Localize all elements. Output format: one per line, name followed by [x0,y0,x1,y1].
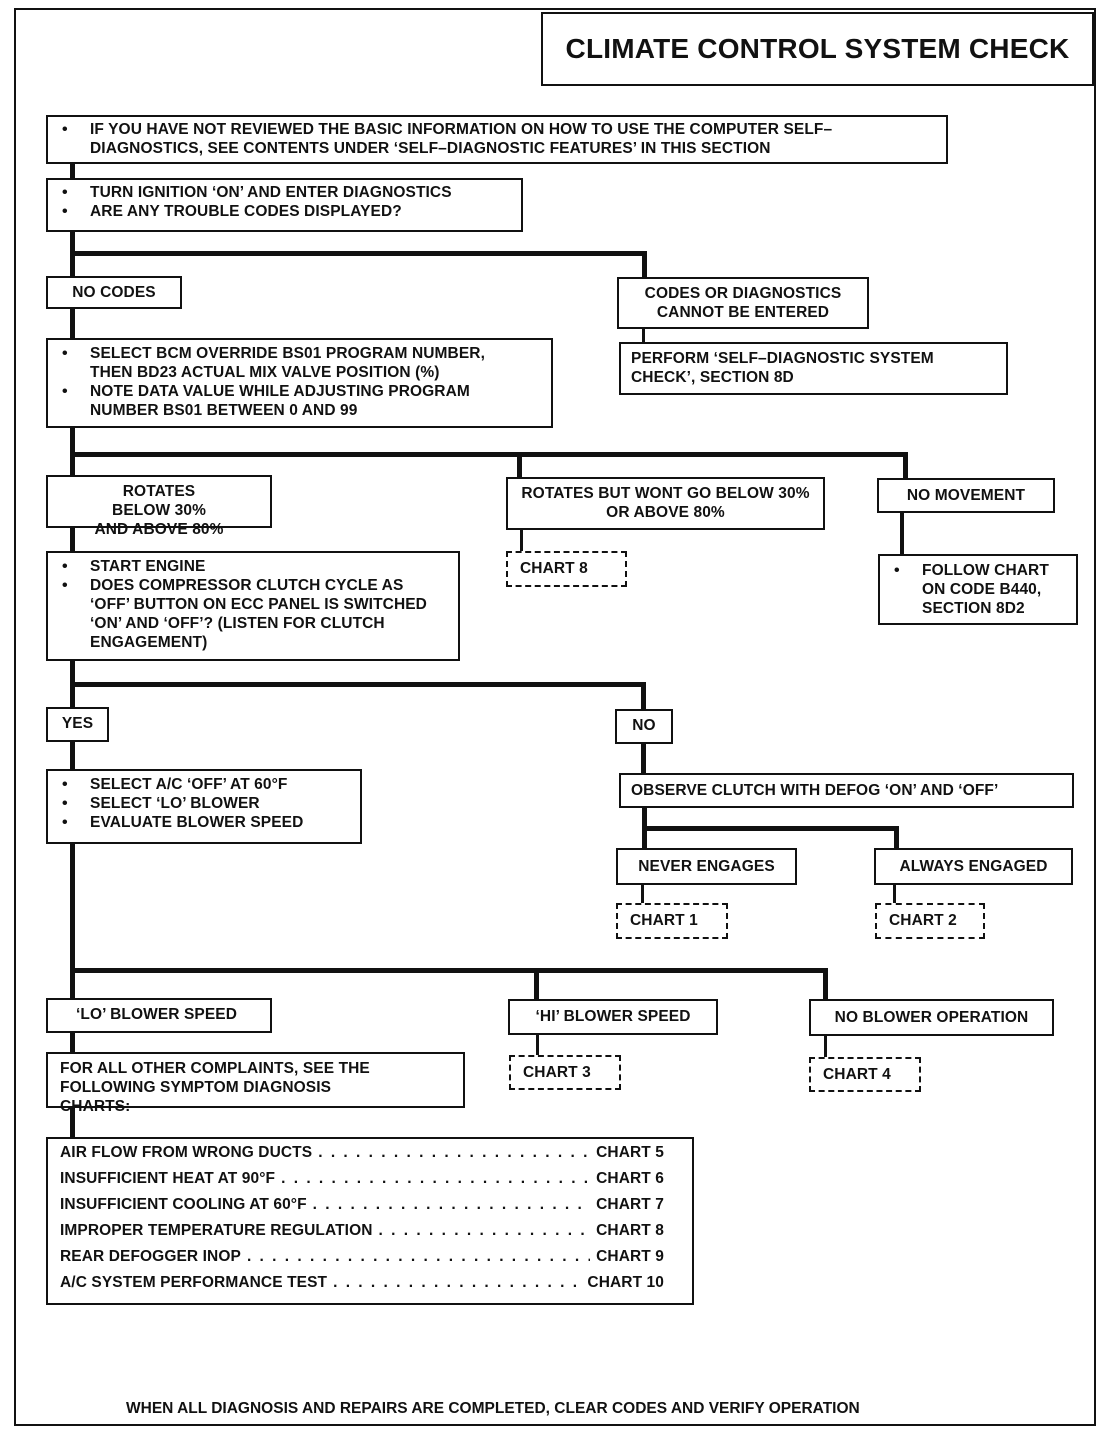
connector-engage-drop-right [894,826,899,850]
connector-to-chart1 [641,884,644,904]
chart-2-link[interactable]: CHART 2 [875,903,985,939]
dot-leader [247,1247,590,1266]
observe-clutch-box: OBSERVE CLUTCH WITH DEFOG ‘ON’ AND ‘OFF’ [619,773,1074,808]
connector-blower-drop-middle [534,968,539,1000]
connector-complaints-to-list [70,1107,75,1139]
footer-note: WHEN ALL DIAGNOSIS AND REPAIRS ARE COMPL… [126,1400,860,1417]
connector-rotation-drop-right [903,452,908,480]
chart-reference: CHART 6 [596,1170,664,1187]
start-engine-line: START ENGINE [48,557,446,576]
intro-step: IF YOU HAVE NOT REVIEWED THE BASIC INFOR… [46,115,948,164]
chart-4-link[interactable]: CHART 4 [809,1057,921,1092]
dot-leader [281,1169,590,1188]
select-ac-line: EVALUATE BLOWER SPEED [48,813,352,832]
connector-codes-drop [642,251,647,279]
symptom-row-temperature-regulation[interactable]: IMPROPER TEMPERATURE REGULATION CHART 8 [60,1221,664,1247]
ignition-step-line: ARE ANY TROUBLE CODES DISPLAYED? [48,202,513,221]
symptom-label: AIR FLOW FROM WRONG DUCTS [60,1144,313,1161]
hi-blower-speed-box: ‘HI’ BLOWER SPEED [508,999,718,1035]
no-movement-box: NO MOVEMENT [877,478,1055,513]
connector-to-chart4 [824,1036,827,1058]
dot-leader [313,1195,590,1214]
symptom-row-insufficient-cooling[interactable]: INSUFFICIENT COOLING AT 60°F CHART 7 [60,1195,664,1221]
chart-reference: CHART 9 [596,1248,664,1265]
page-frame [14,8,1096,1426]
chart-reference: CHART 8 [596,1222,664,1239]
ignition-step: TURN IGNITION ‘ON’ AND ENTER DIAGNOSTICS… [46,178,523,232]
connector-to-follow-chart [900,512,904,556]
no-blower-operation-box: NO BLOWER OPERATION [809,999,1054,1036]
symptom-label: IMPROPER TEMPERATURE REGULATION [60,1222,373,1239]
always-engaged-box: ALWAYS ENGAGED [874,848,1073,885]
chart-reference: CHART 7 [596,1196,664,1213]
chart-8-link[interactable]: CHART 8 [506,551,627,587]
symptom-label: INSUFFICIENT HEAT AT 90°F [60,1170,276,1187]
dot-leader [379,1221,591,1240]
follow-chart-b440-step: FOLLOW CHART ON CODE B440, SECTION 8D2 [878,554,1078,625]
connector-rotation-drop-middle [517,452,522,478]
connector-clutch-drop [641,682,646,712]
select-ac-off-step: SELECT A/C ‘OFF’ AT 60°F SELECT ‘LO’ BLO… [46,769,362,844]
chart-1-link[interactable]: CHART 1 [616,903,728,939]
connector-to-chart8 [520,528,523,554]
connector-observe-drop [642,807,647,827]
connector-engage-horizontal [642,826,899,831]
other-complaints-box: FOR ALL OTHER COMPLAINTS, SEE THE FOLLOW… [46,1052,465,1115]
symptom-label: A/C SYSTEM PERFORMANCE TEST [60,1274,328,1291]
connector-codes-to-perform [642,328,645,344]
chart-3-link[interactable]: CHART 3 [509,1055,621,1090]
chart-reference: CHART 5 [596,1144,664,1161]
select-bcm-line: SELECT BCM OVERRIDE BS01 PROGRAM NUMBER,… [48,344,531,382]
never-engages-box: NEVER ENGAGES [616,848,797,885]
symptom-row-air-flow[interactable]: AIR FLOW FROM WRONG DUCTS CHART 5 [60,1143,664,1169]
connector-to-chart3 [536,1034,539,1056]
connector-engage-drop-left [642,826,647,850]
ignition-step-line: TURN IGNITION ‘ON’ AND ENTER DIAGNOSTICS [48,183,513,202]
start-engine-line: DOES COMPRESSOR CLUTCH CYCLE AS ‘OFF’ BU… [48,576,446,652]
rotates-but-wont-box: ROTATES BUT WONT GO BELOW 30% OR ABOVE 8… [506,477,825,530]
symptom-row-rear-defogger[interactable]: REAR DEFOGGER INOP CHART 9 [60,1247,664,1273]
symptom-charts-list: AIR FLOW FROM WRONG DUCTS CHART 5 INSUFF… [46,1137,694,1305]
connector-blower-drop-right [823,968,828,1000]
perform-self-diagnostic-box: PERFORM ‘SELF–DIAGNOSTIC SYSTEM CHECK’, … [619,342,1008,395]
codes-cannot-be-entered-box: CODES OR DIAGNOSTICS CANNOT BE ENTERED [617,277,869,329]
select-ac-line: SELECT ‘LO’ BLOWER [48,794,352,813]
connector-blower-horizontal [70,968,828,973]
dot-leader [333,1273,581,1292]
select-bcm-line: NOTE DATA VALUE WHILE ADJUSTING PROGRAM … [48,382,531,420]
select-bcm-override-step: SELECT BCM OVERRIDE BS01 PROGRAM NUMBER,… [46,338,553,428]
connector-codes-horizontal [70,251,647,256]
no-codes-box: NO CODES [46,276,182,309]
yes-box: YES [46,707,109,742]
dot-leader [318,1143,590,1162]
symptom-row-ac-performance[interactable]: A/C SYSTEM PERFORMANCE TEST CHART 10 [60,1273,664,1299]
connector-clutch-horizontal [70,682,646,687]
lo-blower-speed-box: ‘LO’ BLOWER SPEED [46,998,272,1033]
chart-reference: CHART 10 [587,1274,664,1291]
symptom-row-insufficient-heat[interactable]: INSUFFICIENT HEAT AT 90°F CHART 6 [60,1169,664,1195]
page-title: CLIMATE CONTROL SYSTEM CHECK [541,12,1094,86]
select-ac-line: SELECT A/C ‘OFF’ AT 60°F [48,775,352,794]
connector-rotation-horizontal [70,452,908,457]
intro-step-text: IF YOU HAVE NOT REVIEWED THE BASIC INFOR… [48,120,938,158]
symptom-label: INSUFFICIENT COOLING AT 60°F [60,1196,307,1213]
follow-chart-text: FOLLOW CHART ON CODE B440, SECTION 8D2 [880,561,1068,618]
connector-no-to-observe [641,742,646,774]
symptom-label: REAR DEFOGGER INOP [60,1248,241,1265]
connector-lo-to-complaints [70,1033,75,1053]
start-engine-step: START ENGINE DOES COMPRESSOR CLUTCH CYCL… [46,551,460,661]
rotates-below-30-box: ROTATES BELOW 30% AND ABOVE 80% [46,475,272,538]
connector-to-chart2 [893,884,896,904]
no-box: NO [615,709,673,744]
